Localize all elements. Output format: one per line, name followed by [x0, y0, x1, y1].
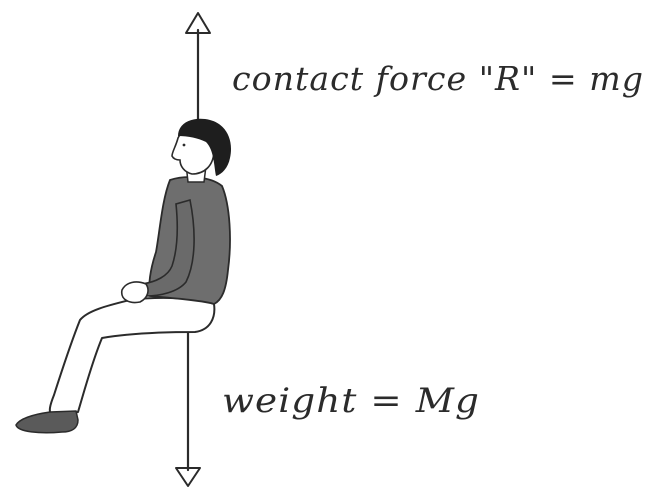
person-eye [182, 143, 186, 147]
contact-force-label: contact force "R" = mg [232, 59, 644, 98]
weight-label: weight = Mg [222, 381, 480, 421]
person-shoe [15, 410, 79, 434]
seated-person [15, 118, 232, 434]
person-legs [48, 296, 216, 417]
upward-arrow-head [185, 12, 211, 34]
person-hair [178, 118, 232, 176]
person-hands [120, 281, 149, 304]
downward-arrow-head [175, 467, 201, 487]
